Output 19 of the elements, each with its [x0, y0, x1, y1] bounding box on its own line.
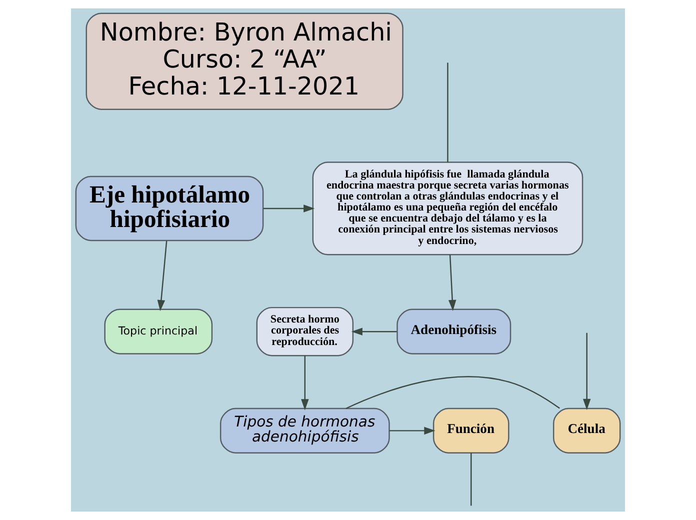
- arrow: [582, 332, 591, 410]
- node-box: Adenohipófisis: [396, 308, 512, 354]
- arrow: [301, 356, 309, 410]
- node-box: Función: [432, 408, 510, 454]
- arrow: [351, 328, 397, 336]
- node-box: Topic principal: [104, 308, 213, 354]
- node-box: Eje hipotálamo hipofisiario: [75, 176, 264, 242]
- arrow: [157, 240, 168, 312]
- connector: [346, 376, 560, 410]
- connector: [470, 452, 472, 506]
- arrow: [389, 426, 436, 435]
- node-box: La glándula hipófisis fue llamada glándula endocrina maestra porque secreta varias hormonas que controlan a otras glándulas endocrinas y el hipotálamo es una pequeña región del encéfalo que se encuentra debajo del tálamo y es la conexión principal entre los sistemas nerviosos y endocrino,: [312, 162, 584, 256]
- arrow: [448, 254, 456, 311]
- connector: [447, 62, 448, 162]
- node-box: Célula: [552, 408, 621, 454]
- node-box: Tipos de hormonas adenohipófisis: [220, 408, 390, 454]
- node-box: Secreta hormo corporales des reproducción.: [256, 306, 354, 356]
- arrow: [264, 204, 315, 212]
- node-box: Nombre: Byron Almachi Curso: 2 “AA” Fecha: 12-11-2021: [86, 12, 404, 110]
